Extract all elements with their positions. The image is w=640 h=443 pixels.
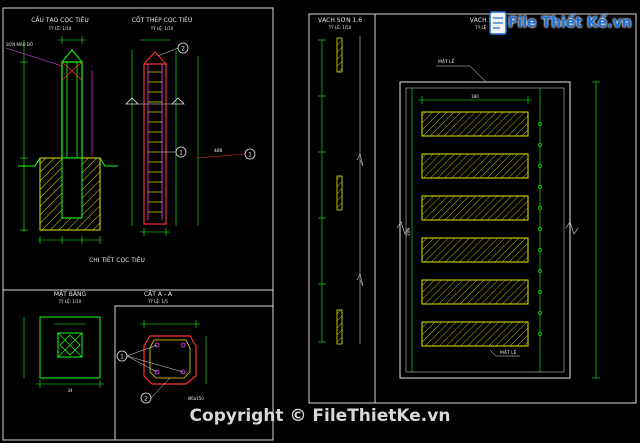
section-scale: TỶ LỆ: 1/5 xyxy=(147,299,168,304)
plan-view: 34 xyxy=(23,316,104,393)
section-title: CẮT A - A xyxy=(144,290,173,298)
copyright-footer: Copyright © FileThietKe.vn xyxy=(189,406,451,426)
brand-domain: .vn xyxy=(607,15,632,31)
callout-1: 1 xyxy=(179,150,183,157)
structure-scale: TỶ LỆ: 1/10 xyxy=(48,26,72,31)
paint-stripe xyxy=(421,111,529,137)
section-callout-2: 2 xyxy=(144,396,148,403)
section-frame xyxy=(114,305,274,441)
paint-stripe xyxy=(421,153,529,179)
sheet-title: CHI TIẾT CỌC TIÊU xyxy=(89,256,145,264)
height-dim: 200 xyxy=(406,228,411,236)
plan-dim: 34 xyxy=(67,388,73,393)
paint-stripe xyxy=(421,237,529,263)
rebar-scale: TỶ LỆ: 1/10 xyxy=(150,26,174,31)
structure-title: CẤU TẠO CỌC TIÊU xyxy=(31,16,89,24)
column-title: VẠCH SƠN 1.6 xyxy=(318,17,362,24)
right-sheet: VẠCH SƠN 1.6 TỶ LỆ: 1/50 VẠCH SƠN TỶ LỆ:… xyxy=(308,13,637,404)
post-elevation: SƠN MÀU ĐỎ xyxy=(5,36,118,244)
tag-bottom: MẶT LỀ xyxy=(500,348,517,356)
panel-scale: TỶ LỆ: 1/... xyxy=(474,25,496,30)
rebar-title: CỐT THÉP CỌC TIÊU xyxy=(132,16,193,24)
rebar-note: 4Ø8 xyxy=(214,148,223,153)
panel-title: VẠCH SƠN xyxy=(470,17,503,24)
callout-1b: 1 xyxy=(248,152,252,159)
column-drawing xyxy=(318,36,364,345)
brand-logo xyxy=(489,11,507,35)
rebar-elevation: 2 1 1 4Ø8 xyxy=(125,39,256,236)
plan-scale: TỶ LỆ: 1/10 xyxy=(58,299,82,304)
paint-stripe xyxy=(421,195,529,221)
tag-top: MẶT LỀ xyxy=(438,57,455,65)
section-callout-1: 1 xyxy=(120,354,124,361)
brand-text: File Thiết Kế.vn xyxy=(508,15,632,31)
paint-stripe xyxy=(421,279,529,305)
width-dim: 180 xyxy=(471,94,479,99)
stirrup-note: Ø6a150 xyxy=(188,396,204,401)
paint-stripe xyxy=(421,321,529,347)
left-sheet: CẤU TẠO CỌC TIÊU TỶ LỆ: 1/10 CỐT THÉP CỌ… xyxy=(2,7,274,441)
plan-title: MẶT BẰNG xyxy=(54,290,87,298)
section-view: 1 2 Ø6a150 xyxy=(116,320,207,404)
panel-drawing: 180 200 MẶT LỀ xyxy=(396,57,600,379)
brand-name: File Thiết Kế xyxy=(508,15,608,31)
right-sheet-frame xyxy=(308,13,637,404)
paint-label: SƠN MÀU ĐỎ xyxy=(6,42,33,47)
column-scale: TỶ LỆ: 1/50 xyxy=(328,25,352,30)
callout-2: 2 xyxy=(181,46,185,53)
